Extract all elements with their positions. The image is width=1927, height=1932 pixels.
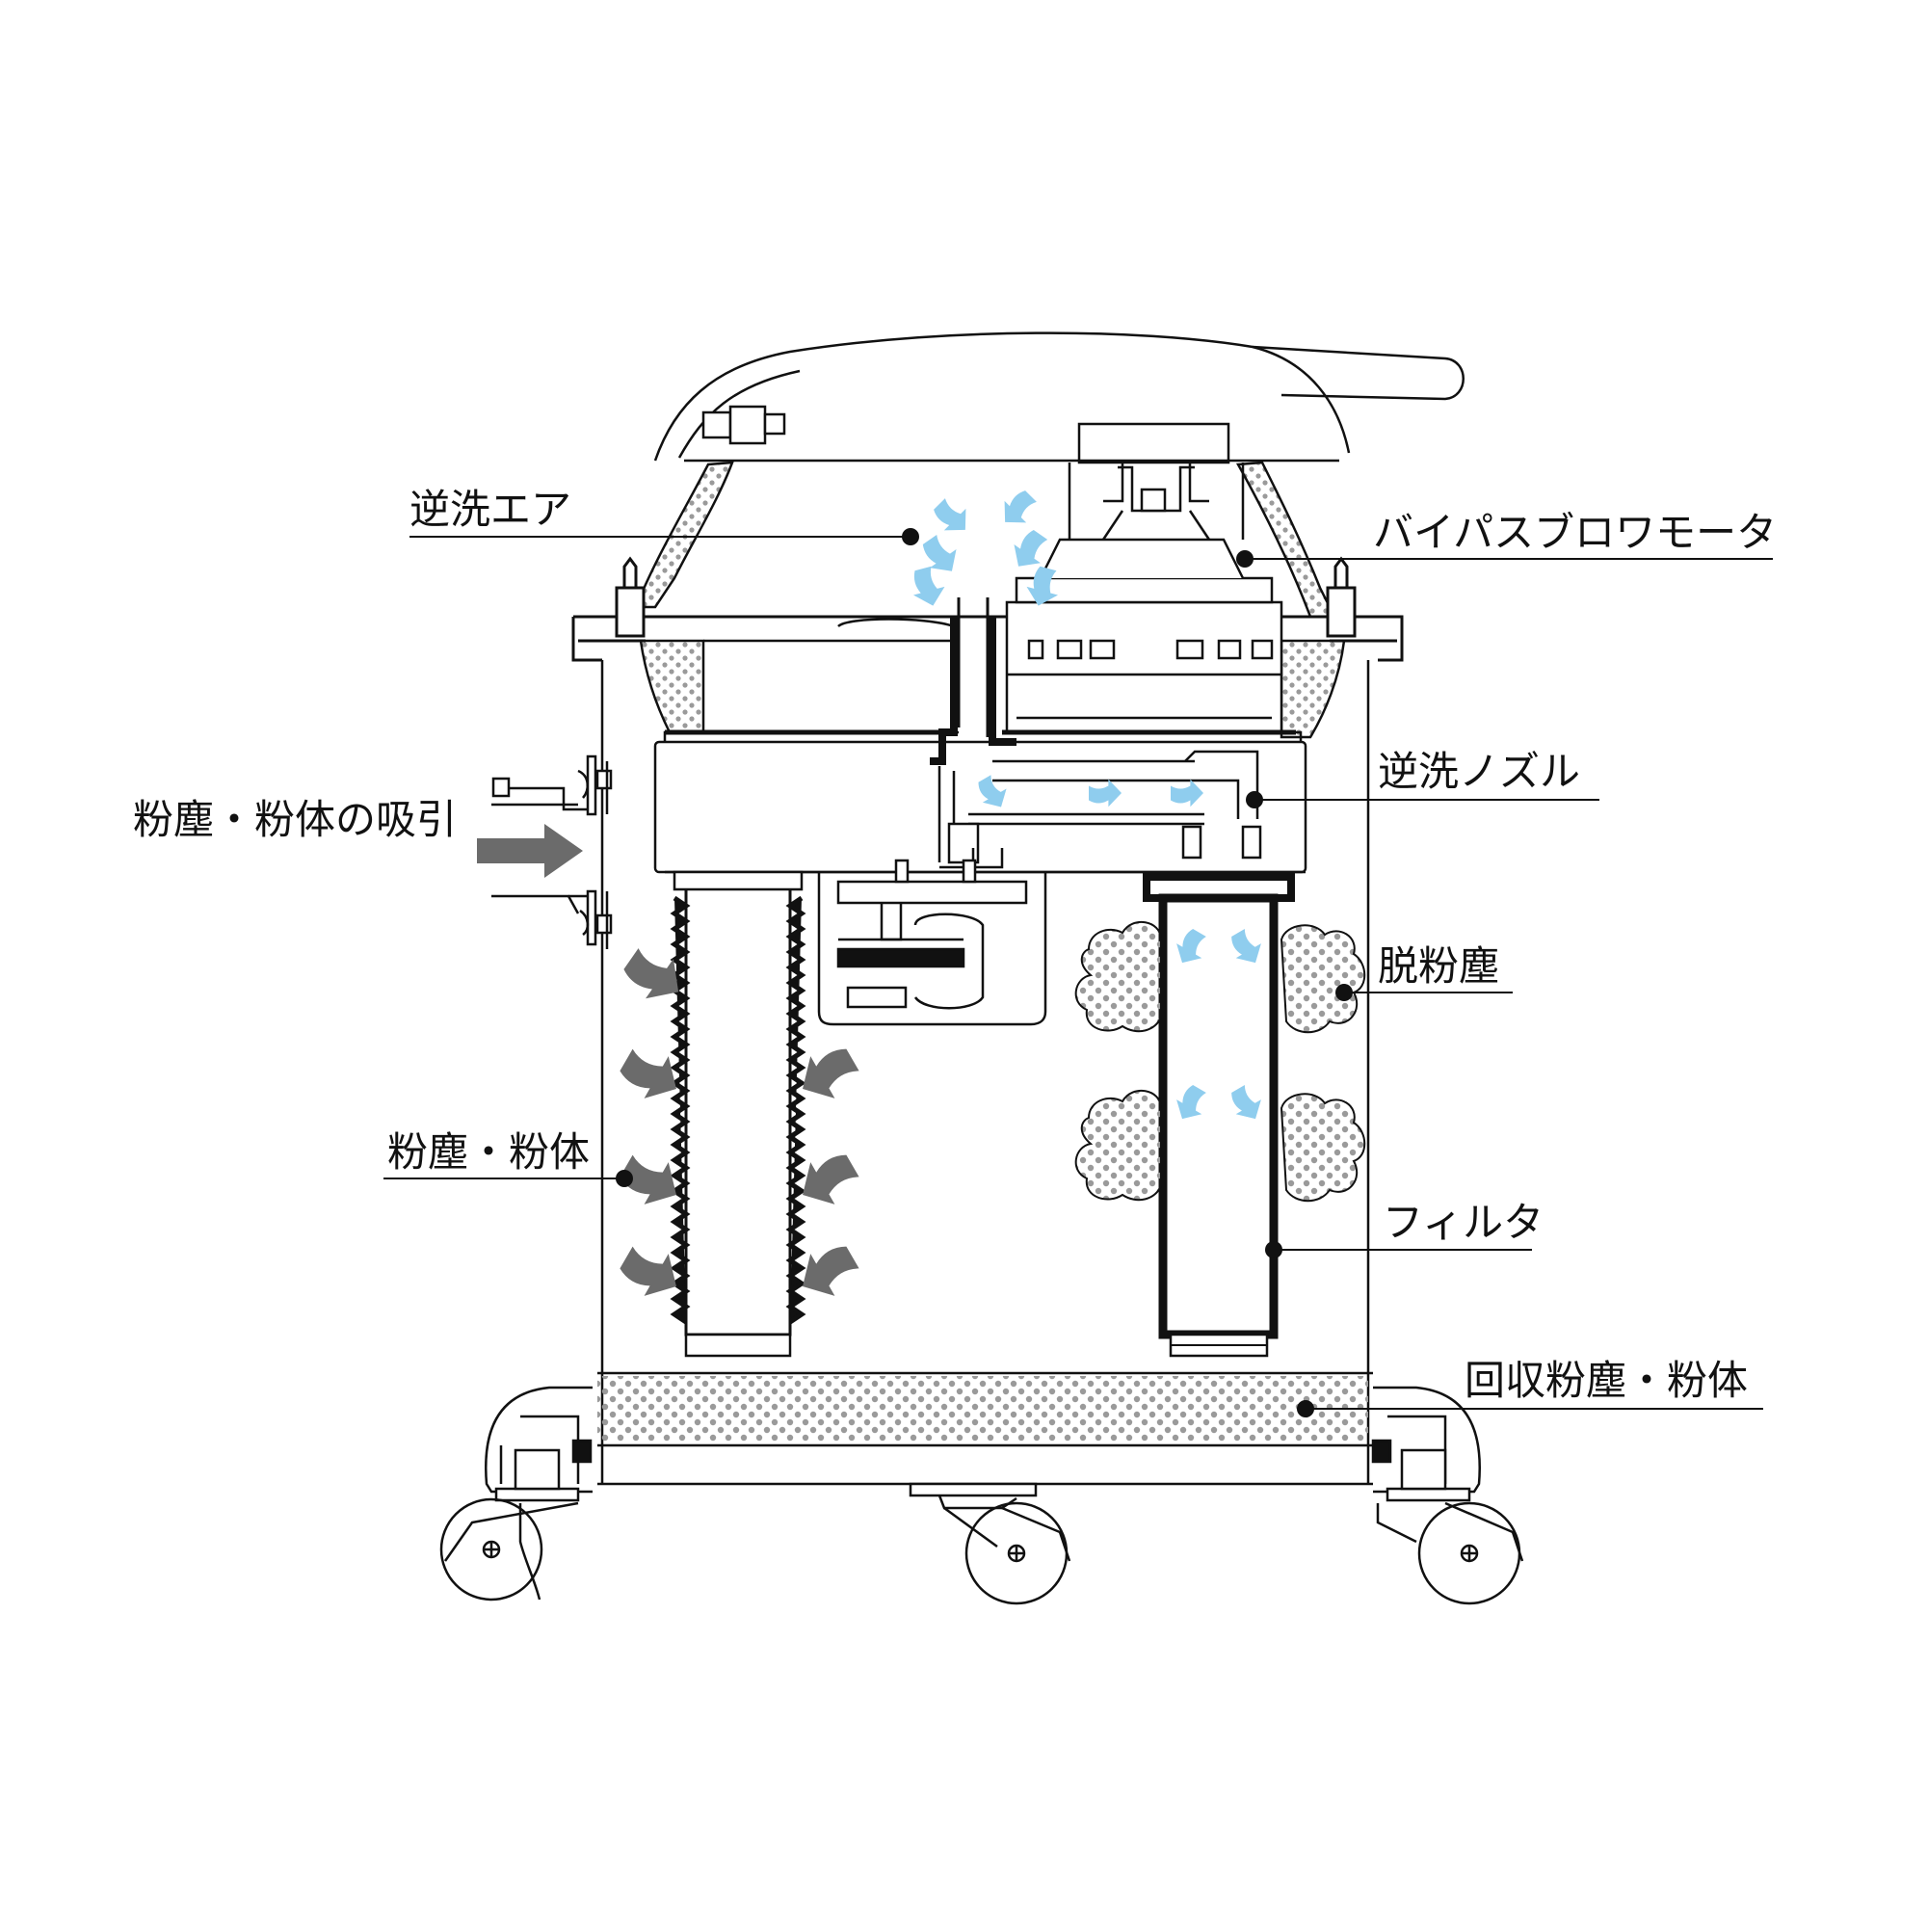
backwash-arrow	[1026, 566, 1059, 606]
label-backwash-nozzle: 逆洗ノズル	[1378, 748, 1581, 795]
top-cover	[653, 331, 1465, 464]
leader-lines	[383, 536, 1773, 1410]
dust-flow-arrow	[803, 1048, 859, 1098]
label-dust-removal: 脱粉塵	[1378, 942, 1500, 990]
backwash-arrow	[1231, 1085, 1261, 1120]
backwash-arrow	[1176, 929, 1206, 964]
left-filter	[670, 870, 806, 1358]
backwash-arrow	[1089, 779, 1122, 807]
dust-flow-arrow	[803, 1154, 859, 1204]
casters	[439, 1386, 1524, 1605]
collected-dust-layer	[597, 1376, 1368, 1442]
right-filter	[1143, 873, 1295, 1358]
backwash-arrow	[1176, 1085, 1206, 1120]
suction-arrow	[477, 824, 583, 878]
dust-clouds	[1074, 920, 1366, 1203]
center-pipe	[665, 597, 1296, 765]
dust-flow-arrow	[620, 1048, 676, 1098]
suction-inlet	[491, 754, 613, 949]
cover-knob	[701, 405, 786, 445]
backwash-arrow	[912, 566, 945, 606]
upper-gasket	[634, 461, 1337, 619]
label-dust-powder: 粉塵・粉体	[387, 1128, 591, 1176]
leader-dots	[616, 528, 1353, 1417]
backwash-arrow	[934, 498, 966, 531]
backwash-arrow	[1004, 490, 1037, 523]
backwash-arrow	[978, 775, 1007, 807]
label-dust-suction: 粉塵・粉体の吸引	[133, 796, 458, 843]
backwash-nozzle-assembly	[937, 750, 1262, 869]
solenoid-valve-box	[817, 859, 1047, 1026]
backwash-arrow	[922, 534, 957, 571]
dust-flow-arrows	[620, 948, 859, 1296]
tank-body	[597, 660, 1373, 1486]
dust-flow-arrow	[803, 1246, 859, 1296]
dust-flow-arrow	[620, 1154, 676, 1204]
label-backwash-air: 逆洗エア	[409, 486, 572, 533]
label-filter: フィルタ	[1383, 1199, 1544, 1246]
backwash-arrow	[1171, 779, 1203, 807]
dust-flow-arrow	[623, 948, 679, 999]
label-collected-dust: 回収粉塵・粉体	[1465, 1357, 1749, 1404]
backwash-air-arrows	[912, 490, 1261, 1120]
dust-flow-arrow	[620, 1246, 676, 1296]
backwash-arrow	[1014, 529, 1048, 567]
label-bypass-blower-motor: バイパスブロワモータ	[1373, 509, 1778, 556]
backwash-arrow	[1231, 929, 1261, 964]
